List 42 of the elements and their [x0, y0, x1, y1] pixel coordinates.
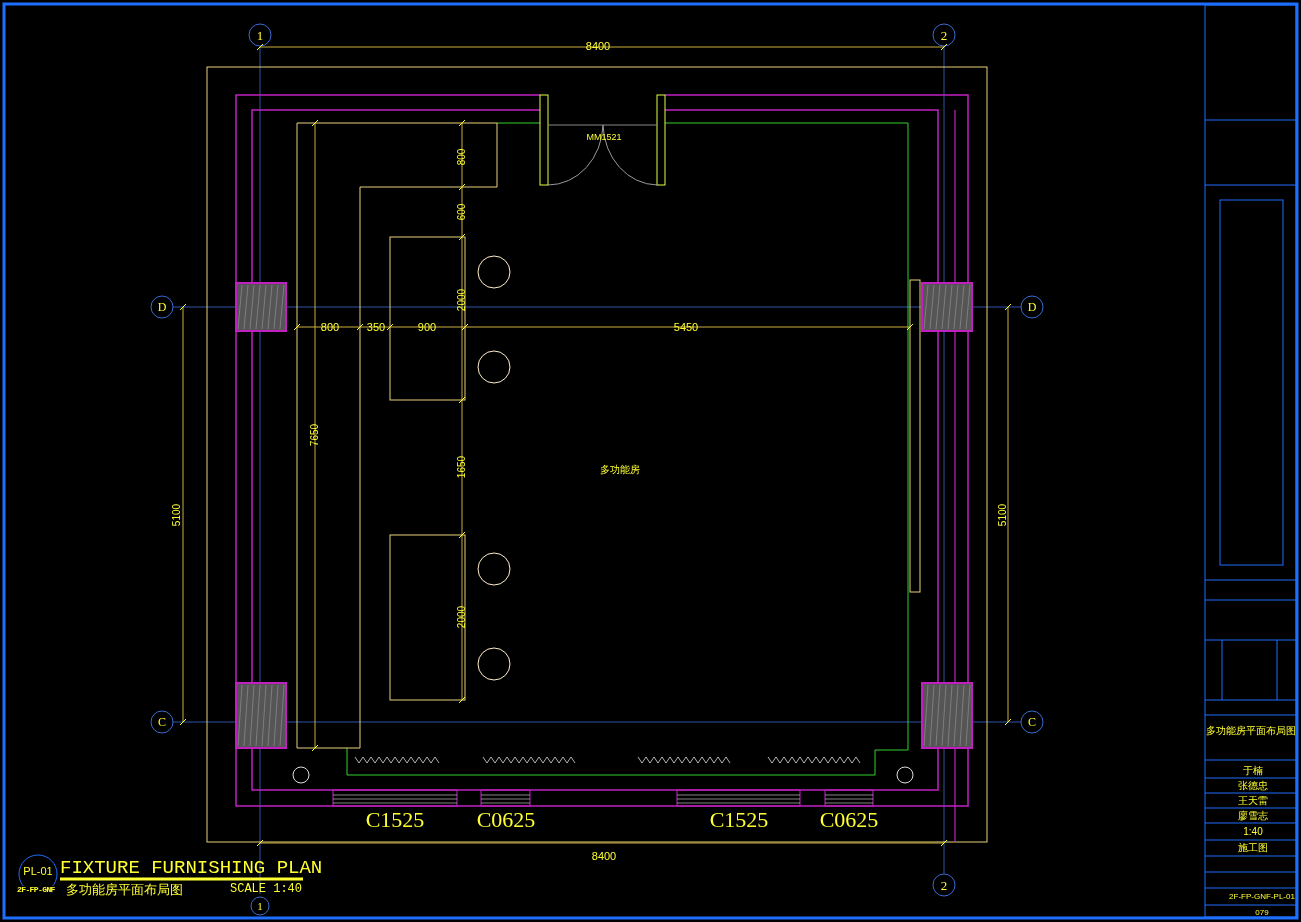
grid-axis-letter: C	[158, 716, 166, 728]
sheet-title: 多功能房平面布局图	[1206, 726, 1296, 736]
signature-name: 廖雪志	[1238, 811, 1268, 821]
grid-axis-letter: D	[1027, 301, 1037, 313]
room-name: 多功能房	[600, 465, 640, 475]
window-tag: C1525	[709, 809, 769, 831]
signature-name: 王天雷	[1238, 796, 1268, 806]
window-tag: C0625	[476, 809, 536, 831]
drawing-subtitle: 多功能房平面布局图	[66, 882, 183, 896]
drawing-title: FIXTURE FURNISHING PLAN	[60, 858, 323, 878]
grid-axis-number: 2	[940, 878, 948, 892]
drawing-stage: 施工图	[1238, 843, 1268, 853]
window-tag: C0625	[819, 809, 879, 831]
grid-axis-letter: C	[1028, 716, 1036, 728]
signature-name: 张德忠	[1238, 781, 1268, 791]
dimension-text: 800	[457, 148, 467, 166]
dimension-text: 350	[366, 321, 386, 333]
sheet-page-number: 079	[1255, 909, 1269, 917]
sheet-scale: 1:40	[1243, 827, 1263, 837]
grid-axis-number: 1	[256, 28, 264, 42]
grid-axis-number: 1	[257, 900, 263, 912]
dimension-text: 2000	[457, 288, 467, 312]
window-tag: C1525	[365, 809, 425, 831]
grid-axis-number: 2	[940, 28, 948, 42]
dimension-text: 8400	[591, 850, 617, 862]
drawing-code: 2F-FP-GNF	[17, 886, 55, 894]
signature-name: 于楠	[1243, 766, 1263, 776]
grid-axis-letter: D	[157, 301, 167, 313]
sheet-number: 2F-FP-GNF-PL-01	[1229, 893, 1295, 901]
drawing-number: PL-01	[23, 865, 53, 877]
dimension-text: 600	[457, 203, 467, 221]
drawing-scale: SCALE 1:40	[230, 883, 302, 895]
dimension-text: 5100	[172, 503, 182, 527]
door-tag: MM1521	[586, 132, 622, 142]
dimension-text: 5450	[673, 321, 699, 333]
dimension-text: 800	[320, 321, 340, 333]
dimension-text: 5100	[998, 503, 1008, 527]
dimension-text: 900	[417, 321, 437, 333]
dimension-text: 1650	[457, 455, 467, 479]
dimension-text: 8400	[585, 40, 611, 52]
dimension-text: 7650	[310, 423, 320, 447]
dimension-text: 2000	[457, 605, 467, 629]
